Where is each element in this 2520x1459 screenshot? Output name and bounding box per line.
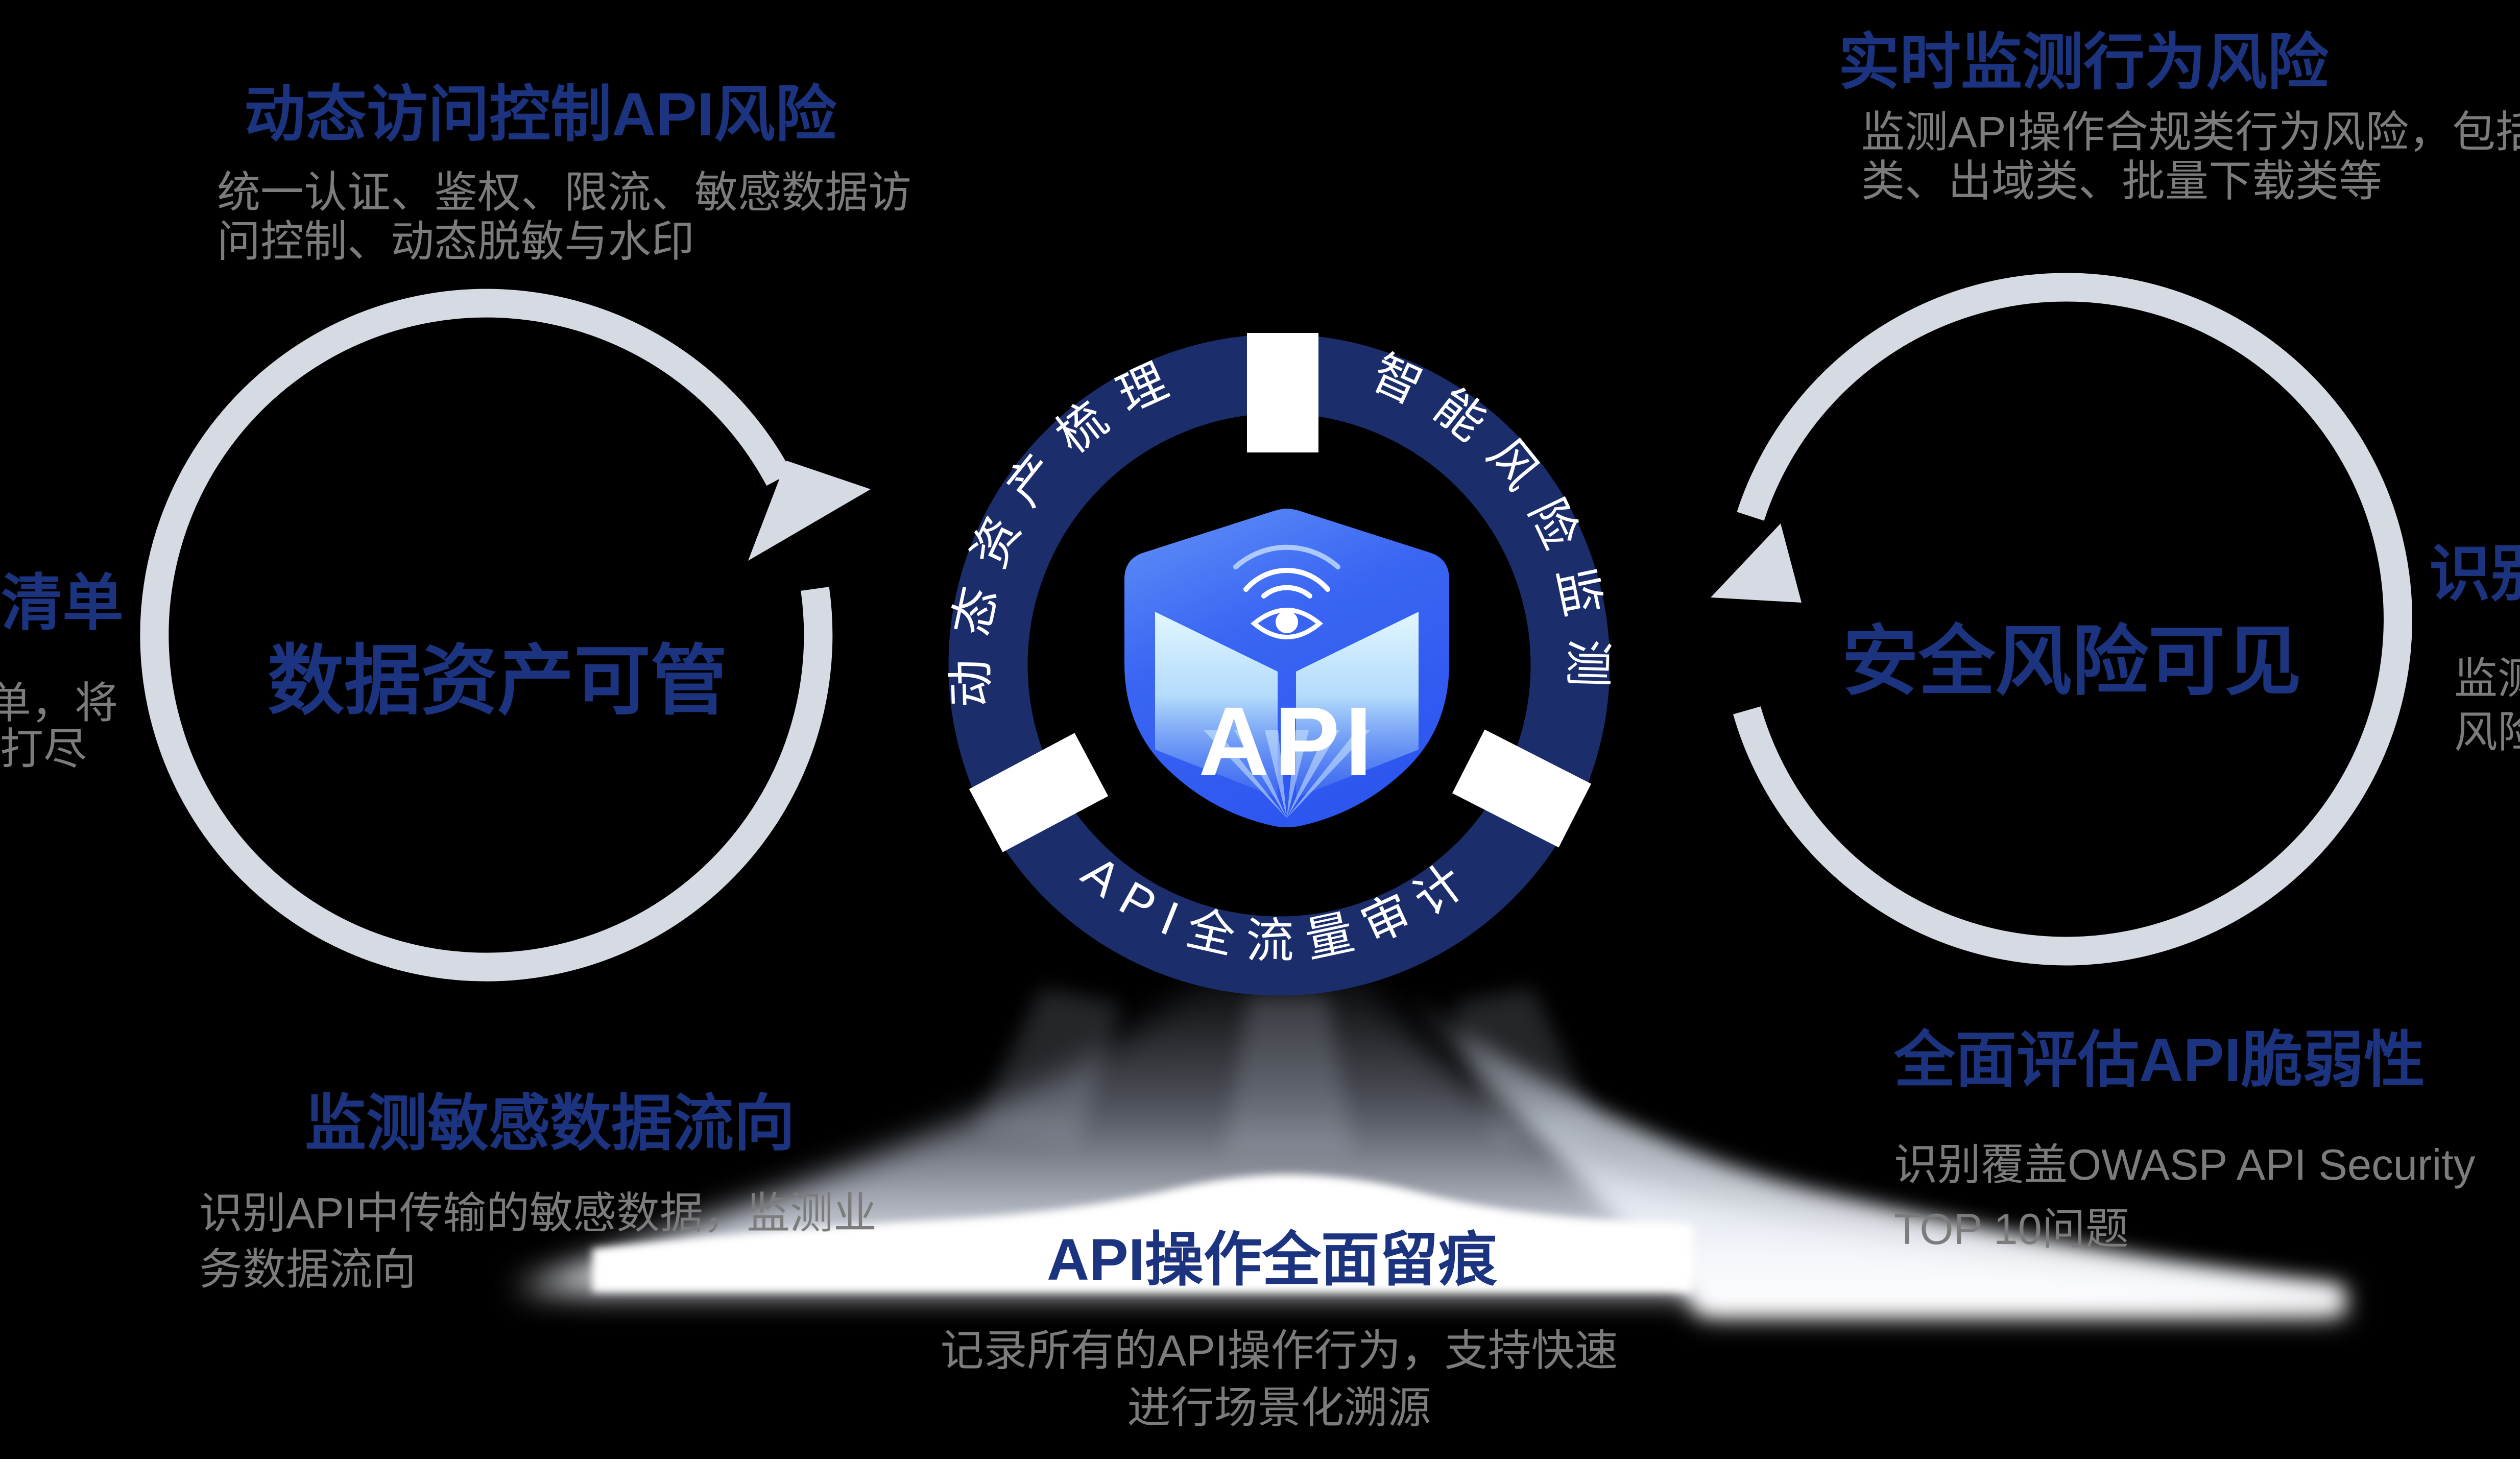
- shield-api-label: API: [1198, 686, 1377, 796]
- bottom-center-body-line2: 进行场景化溯源: [1127, 1384, 1431, 1432]
- bottom-left-body: 识别API中传输的敏感数据，监测业 务数据流向: [199, 1186, 877, 1298]
- bottom-center-body-line1: 记录所有的API操作行为，支持快速: [940, 1327, 1618, 1375]
- bottom-left-body-line2: 务数据流向: [199, 1246, 417, 1294]
- bottom-right-heading: 全面评估API脆弱性: [1894, 1026, 2426, 1094]
- bottom-left-body-line1: 识别API中传输的敏感数据，监测业: [199, 1189, 877, 1238]
- top-left-heading: 动态访问控制API风险: [244, 80, 837, 149]
- eye-icon: [1250, 608, 1324, 639]
- bottom-left-heading: 监测敏感数据流向: [305, 1089, 795, 1158]
- bottom-center-heading: API操作全面留痕: [1047, 1227, 1497, 1293]
- bottom-center-body: 记录所有的API操作行为，支持快速 进行场景化溯源: [919, 1323, 1639, 1437]
- right-circle-label: 安全风险可见: [1842, 618, 2302, 704]
- right-cycle-arrow-icon: [1711, 523, 1802, 603]
- left-edge-body-fragment2: 打尽: [0, 725, 87, 774]
- bottom-right-body: 识别覆盖OWASP API Security TOP 10问题: [1894, 1133, 2475, 1262]
- left-cycle-circle: [140, 289, 871, 982]
- left-edge-body-fragment1: 单，将: [0, 679, 118, 728]
- shield-rays: [1204, 730, 1370, 818]
- top-left-body-line2: 问控制、动态脱敏与水印: [217, 218, 695, 266]
- ring-gap-top: [1247, 333, 1318, 452]
- right-cycle-circle: [1711, 273, 2412, 966]
- right-edge-body-fragment2: 风险: [2454, 708, 2520, 757]
- bottom-right-body-line1: 识别覆盖OWASP API Security: [1894, 1141, 2476, 1189]
- left-circle-label: 数据资产可管: [268, 638, 728, 724]
- bottom-right-body-line2: TOP 10问题: [1894, 1205, 2129, 1254]
- top-right-body-line1: 监测API操作合规类行为风险，包括: [1861, 108, 2520, 157]
- glow-gradient: [513, 960, 2343, 1312]
- top-left-body: 统一认证、鉴权、限流、敏感数据访 问控制、动态脱敏与水印: [217, 169, 911, 267]
- ring-gap-bottom-left: [969, 733, 1109, 852]
- top-left-body-line1: 统一认证、鉴权、限流、敏感数据访: [217, 169, 912, 217]
- left-cycle-arrow-icon: [748, 461, 871, 561]
- top-right-body: 监测API操作合规类行为风险，包括 类、出域类、批量下载类等: [1861, 108, 2520, 206]
- right-edge-body-fragment1: 监测: [2454, 655, 2520, 703]
- ring-gap-bottom-right: [1452, 729, 1592, 848]
- wifi-arcs-icon: [1233, 544, 1340, 599]
- left-edge-heading-fragment: 清单: [1, 569, 124, 637]
- right-edge-heading-fragment: 识别: [2429, 540, 2520, 608]
- shield-icon: API: [1124, 509, 1449, 827]
- top-right-heading: 实时监测行为风险: [1838, 28, 2329, 97]
- top-right-body-line2: 类、出域类、批量下载类等: [1861, 157, 2383, 206]
